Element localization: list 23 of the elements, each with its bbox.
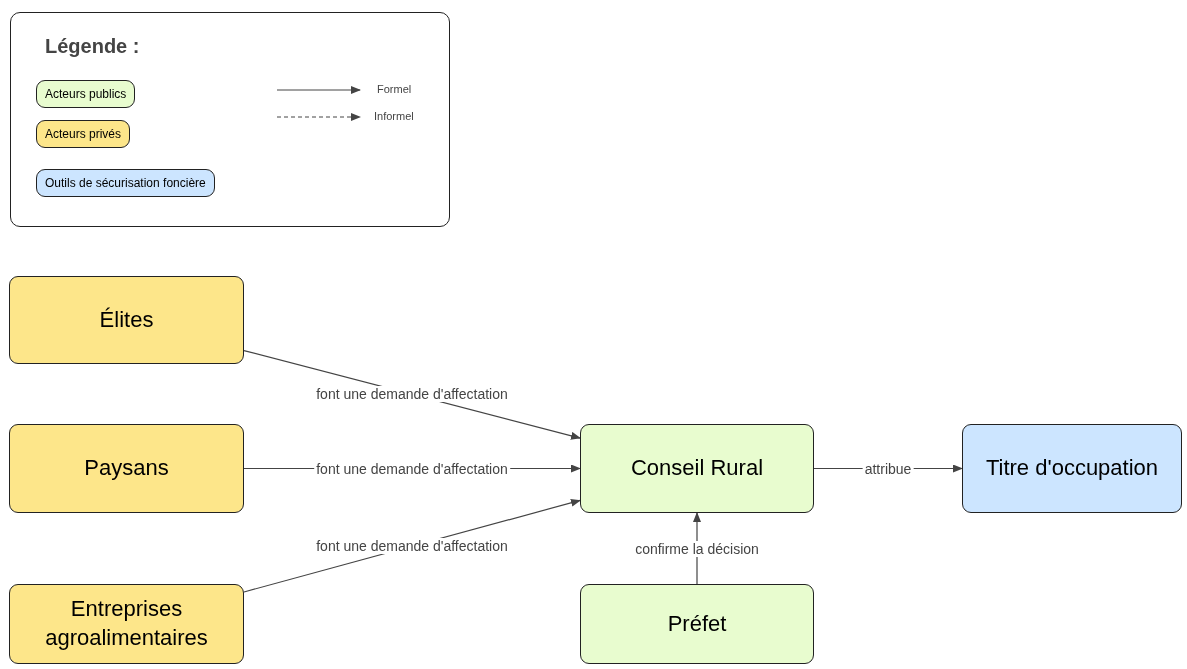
node-text: Titre d'occupation <box>984 454 1160 483</box>
legend-swatch: Acteurs privés <box>36 120 131 148</box>
edge-label: font une demande d'affectation <box>314 386 510 403</box>
node-text: Préfet <box>666 609 728 638</box>
edge-label: font une demande d'affectation <box>314 538 510 555</box>
edge-label: confirme la décision <box>633 540 761 557</box>
node-text: Élites <box>98 305 155 334</box>
node-text: Paysans <box>83 454 170 483</box>
process-box <box>962 424 1182 513</box>
legend-title: Légende : <box>45 35 140 58</box>
edge-label: font une demande d'affectation <box>314 460 510 477</box>
legend-text: Informel <box>374 110 414 122</box>
node-text: Conseil Rural <box>629 454 765 483</box>
process-box <box>9 584 244 664</box>
process-box <box>580 584 814 664</box>
edge-label: attribue <box>862 460 914 477</box>
process-box <box>9 424 244 513</box>
node-text: Entreprises agroalimentaires <box>44 595 209 652</box>
legend-swatch: Acteurs publics <box>36 80 136 108</box>
process-box <box>580 424 814 513</box>
legend-text: Formel <box>377 83 412 95</box>
legend-swatch: Outils de sécurisation foncière <box>36 169 215 197</box>
process-box <box>9 276 244 364</box>
